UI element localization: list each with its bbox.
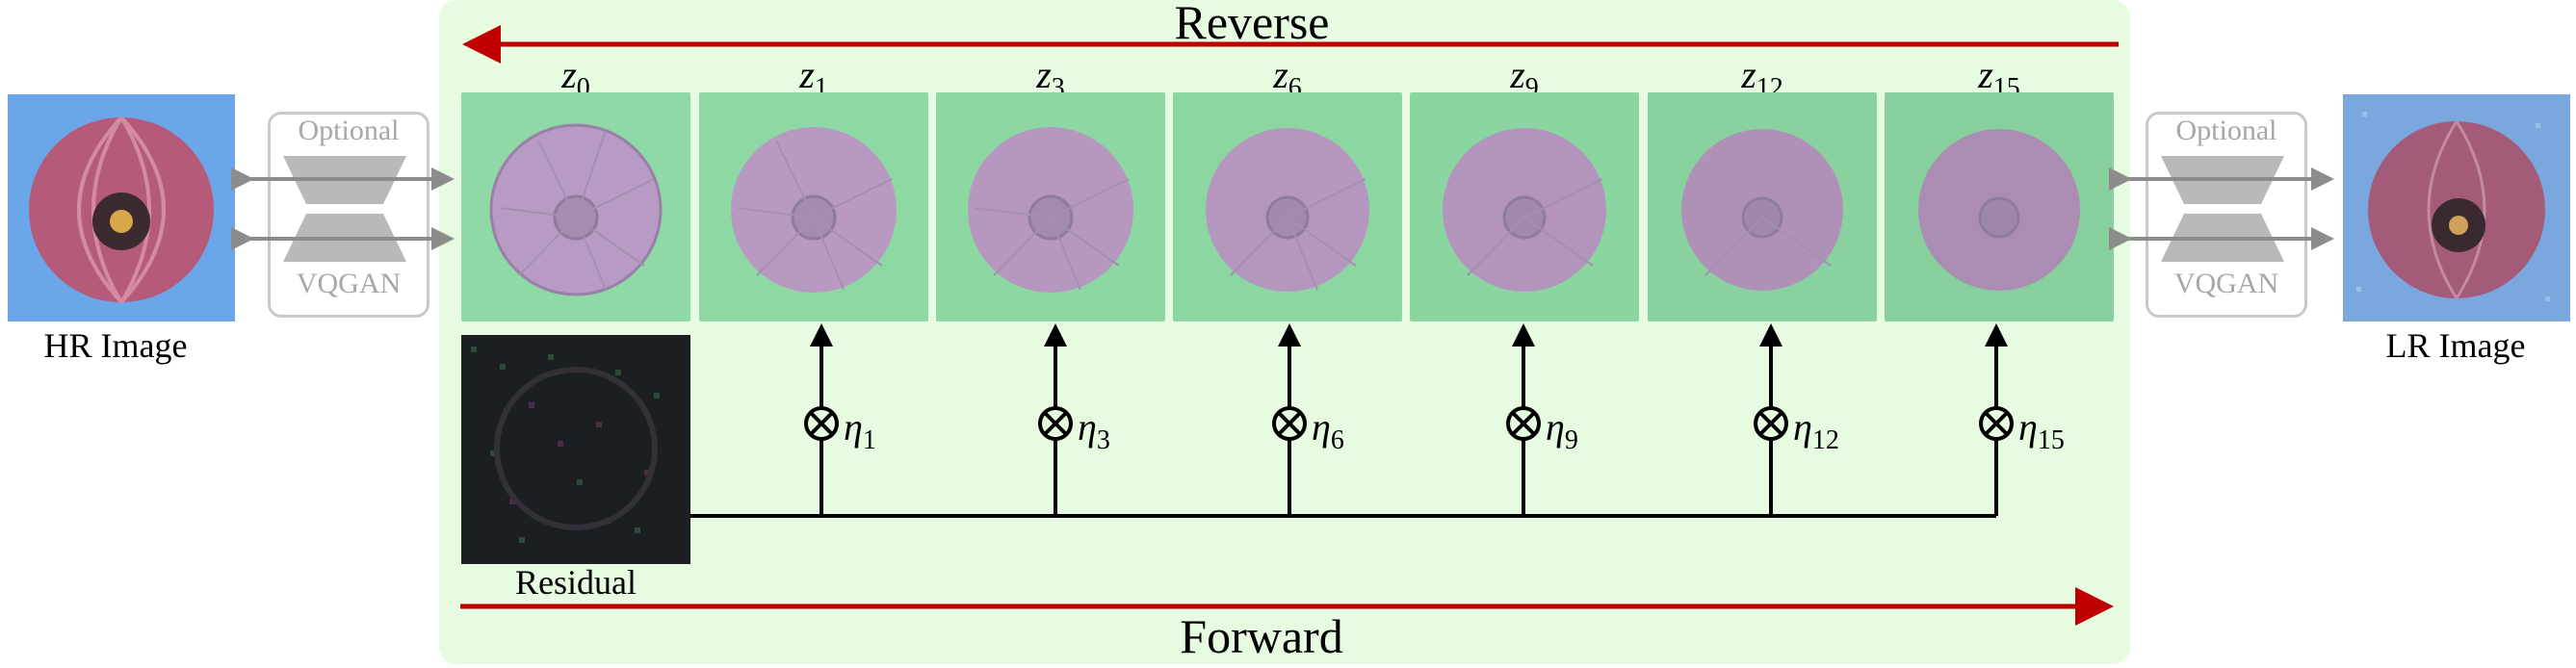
latent-image-z3 [936, 92, 1165, 321]
lr-image [2343, 94, 2570, 321]
eta-label-1: η1 [844, 405, 876, 455]
eta-label-15: η15 [2018, 405, 2065, 455]
eta-label-6: η6 [1312, 405, 1344, 455]
latent-image-z15 [1885, 92, 2114, 321]
hr-image [8, 94, 235, 321]
vqgan-name-left: VQGAN [296, 268, 402, 299]
forward-label: Forward [1180, 609, 1343, 663]
latent-image-z9 [1410, 92, 1639, 321]
vqgan-optional-right: Optional [2175, 115, 2277, 146]
eta-label-12: η12 [1793, 405, 1839, 455]
hr-image-label: HR Image [43, 326, 188, 365]
reverse-label: Reverse [1174, 0, 1330, 49]
latent-image-z6 [1173, 92, 1402, 321]
vqgan-optional-left: Optional [298, 115, 400, 146]
vqgan-name-right: VQGAN [2173, 268, 2279, 299]
residual-label: Residual [515, 563, 637, 602]
eta-label-9: η9 [1546, 405, 1578, 455]
vqgan-box-left [268, 112, 429, 318]
latent-image-z0 [461, 92, 690, 321]
eta-label-3: η3 [1078, 405, 1110, 455]
lr-image-label: LR Image [2385, 326, 2526, 365]
latent-image-z1 [699, 92, 928, 321]
latent-image-z12 [1648, 92, 1877, 321]
residual-image [461, 335, 690, 564]
